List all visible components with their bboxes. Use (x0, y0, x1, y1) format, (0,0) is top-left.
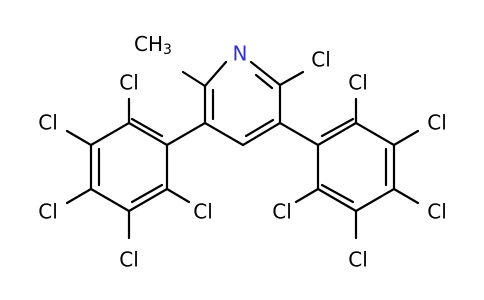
right-phenyl-ring (316, 117, 396, 213)
left-ring-chlorine-lower-right: Cl (193, 200, 213, 224)
atom-labels: CH3 N Cl Cl Cl Cl Cl Cl Cl Cl Cl Cl Cl (38, 32, 447, 272)
left-ring-chlorine-bonds (65, 97, 191, 240)
pyridine-chlorine-label: Cl (311, 48, 331, 72)
right-ring-chlorine-top: Cl (348, 71, 368, 95)
right-ring-chlorine-bonds (294, 97, 420, 240)
methyl-label: CH3 (134, 32, 172, 59)
left-ring-chlorine-lower-left: Cl (38, 200, 58, 224)
left-ring-chlorine-bottom: Cl (119, 248, 139, 272)
right-ring-chlorine-lower-left: Cl (272, 200, 292, 224)
left-phenyl-ring (89, 117, 169, 213)
right-ring-chlorine-bottom: Cl (348, 248, 368, 272)
nitrogen-label: N (233, 42, 248, 66)
methyl-ch: CH (134, 32, 163, 56)
pyridine-ring (203, 60, 282, 147)
right-ring-chlorine-upper-right: Cl (427, 111, 447, 135)
pyridine-substituent-bonds (165, 70, 320, 147)
methyl-subscript: 3 (163, 42, 172, 58)
right-ring-chlorine-lower-right: Cl (427, 200, 447, 224)
left-ring-chlorine-top: Cl (119, 71, 139, 95)
left-ring-chlorine-upper-left: Cl (38, 111, 58, 135)
